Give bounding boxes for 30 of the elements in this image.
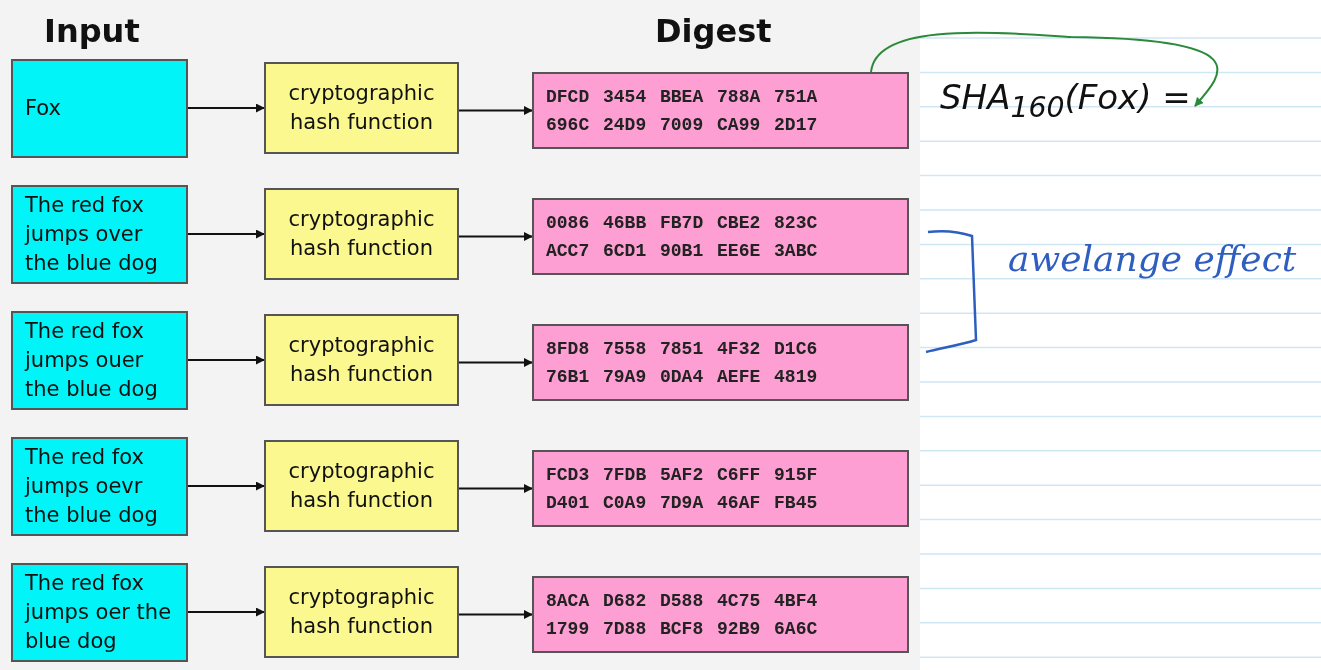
input-box: The red fox jumps ouer the blue dog: [11, 311, 188, 410]
input-box: The red fox jumps oer the blue dog: [11, 563, 188, 662]
arrow: [458, 610, 533, 619]
arrow: [458, 484, 533, 493]
process-box: cryptographic hash function: [264, 188, 459, 280]
digest-box: 0086 46BB FB7D CBE2 823C ACC7 6CD1 90B1 EE6E 3ABC: [532, 198, 909, 275]
arrow: [458, 106, 533, 115]
arrow: [187, 355, 265, 365]
handwritten-formula: SHA$_{160}$(Fox) =: [940, 76, 1191, 124]
column-heading: Digest: [655, 12, 772, 50]
arrow: [187, 607, 265, 617]
arrow: [187, 481, 265, 491]
handwritten-note: awelange effect: [1008, 238, 1297, 279]
arrow: [187, 229, 265, 239]
arrow: [458, 232, 533, 241]
process-box: cryptographic hash function: [264, 62, 459, 154]
arrow: [458, 358, 533, 367]
digest-box: 8FD8 7558 7851 4F32 D1C6 76B1 79A9 0DA4 AEFE 4819: [532, 324, 909, 401]
input-box: The red fox jumps over the blue dog: [11, 185, 188, 284]
input-box: The red fox jumps oevr the blue dog: [11, 437, 188, 536]
process-box: cryptographic hash function: [264, 566, 459, 658]
digest-box: FCD3 7FDB 5AF2 C6FF 915F D401 C0A9 7D9A 46AF FB45: [532, 450, 909, 527]
arrow: [870, 31, 1219, 107]
process-box: cryptographic hash function: [264, 314, 459, 406]
process-box: cryptographic hash function: [264, 440, 459, 532]
arrow: [187, 103, 265, 113]
digest-box: DFCD 3454 BBEA 788A 751A 696C 24D9 7009 CA99 2D17: [532, 72, 909, 149]
digest-box: 8ACA D682 D588 4C75 4BF4 1799 7D88 BCF8 92B9 6A6C: [532, 576, 909, 653]
input-box: Fox: [11, 59, 188, 158]
column-heading: Input: [44, 12, 140, 50]
